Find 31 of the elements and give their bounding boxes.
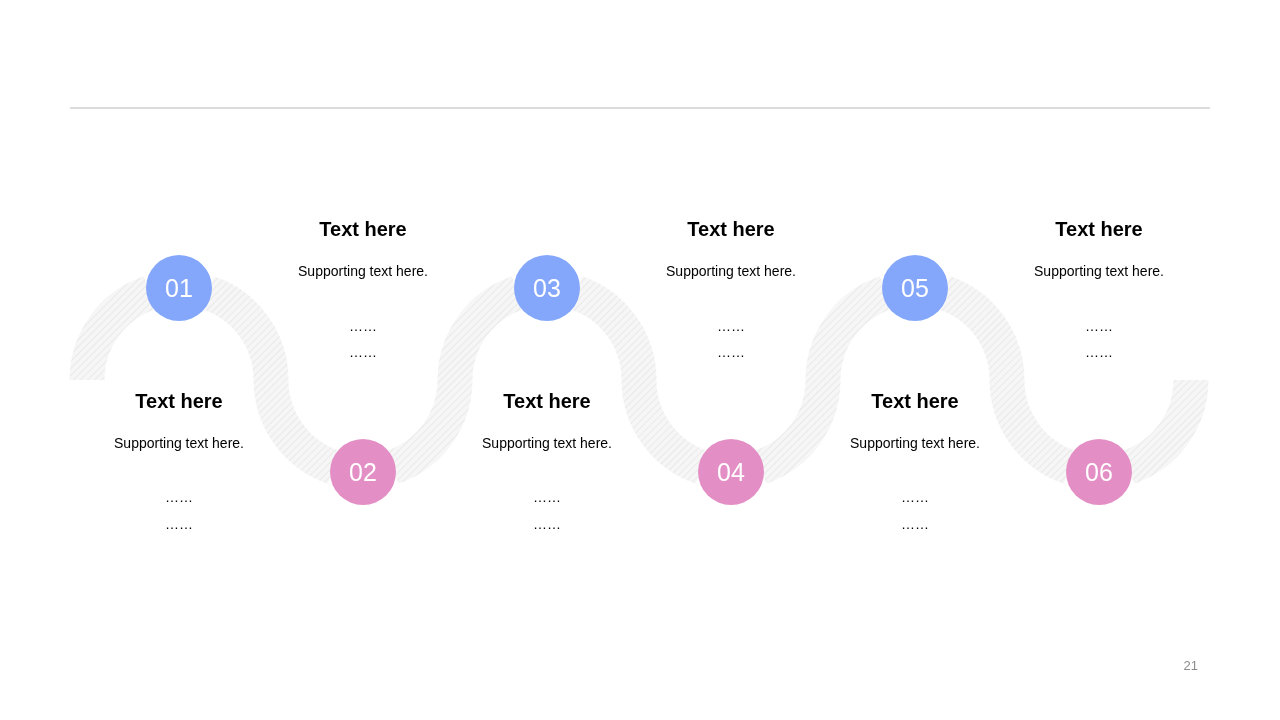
- step-number: 04: [717, 459, 745, 485]
- step-number: 05: [901, 275, 929, 301]
- step-number: 02: [349, 459, 377, 485]
- ellipsis-text: ……: [901, 515, 929, 533]
- page-number: 21: [1183, 658, 1198, 674]
- step-heading: Text here: [1055, 217, 1143, 241]
- step-heading: Text here: [503, 389, 591, 413]
- step-description: Supporting text here.: [298, 262, 428, 280]
- step-description: Supporting text here.: [114, 434, 244, 452]
- step-heading: Text here: [687, 217, 775, 241]
- step-description: Supporting text here.: [482, 434, 612, 452]
- step-number: 01: [165, 275, 193, 301]
- ellipsis-text: ……: [349, 317, 377, 335]
- ellipsis-text: ……: [533, 488, 561, 506]
- step-heading: Text here: [135, 389, 223, 413]
- ellipsis-text: ……: [349, 343, 377, 361]
- step-description: Supporting text here.: [1034, 262, 1164, 280]
- step-number: 03: [533, 275, 561, 301]
- ellipsis-text: ……: [165, 488, 193, 506]
- step-heading: Text here: [871, 389, 959, 413]
- step-number: 06: [1085, 459, 1113, 485]
- ellipsis-text: ……: [165, 515, 193, 533]
- step-heading: Text here: [319, 217, 407, 241]
- step-description: Supporting text here.: [850, 434, 980, 452]
- ellipsis-text: ……: [717, 317, 745, 335]
- ellipsis-text: ……: [1085, 317, 1113, 335]
- ellipsis-text: ……: [533, 515, 561, 533]
- ellipsis-text: ……: [901, 488, 929, 506]
- ellipsis-text: ……: [717, 343, 745, 361]
- ellipsis-text: ……: [1085, 343, 1113, 361]
- step-description: Supporting text here.: [666, 262, 796, 280]
